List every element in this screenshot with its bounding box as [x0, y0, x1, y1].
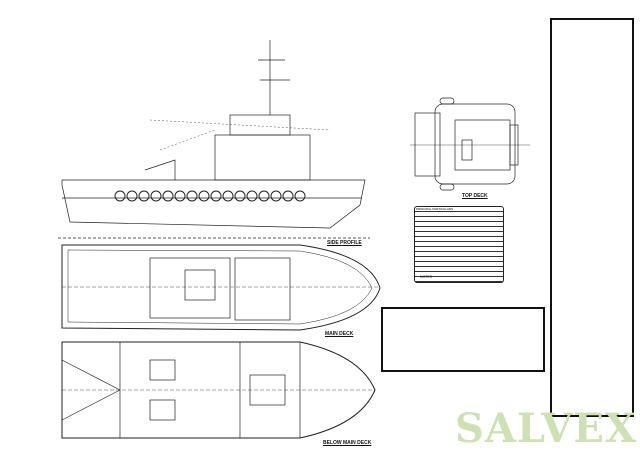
below-main-deck-label: BELOW MAIN DECK	[323, 440, 372, 446]
salvex-watermark: SALVEX	[455, 405, 637, 452]
side-profile-label: SIDE PROFILE	[327, 240, 362, 246]
top-deck-plan	[410, 97, 530, 191]
side-profile-view	[58, 40, 370, 239]
blank-title-block	[550, 18, 634, 417]
main-deck-label: MAIN DECK	[325, 331, 354, 337]
main-deck-plan	[61, 244, 381, 331]
notes: NOTES	[420, 275, 433, 279]
below-main-deck-plan	[61, 341, 376, 439]
principal-particulars-table: PRINCIPAL PARTICULARS	[414, 206, 504, 283]
particulars-title: PRINCIPAL PARTICULARS	[415, 207, 503, 212]
blank-title-box	[381, 307, 545, 372]
top-deck-label: TOP DECK	[462, 193, 488, 199]
